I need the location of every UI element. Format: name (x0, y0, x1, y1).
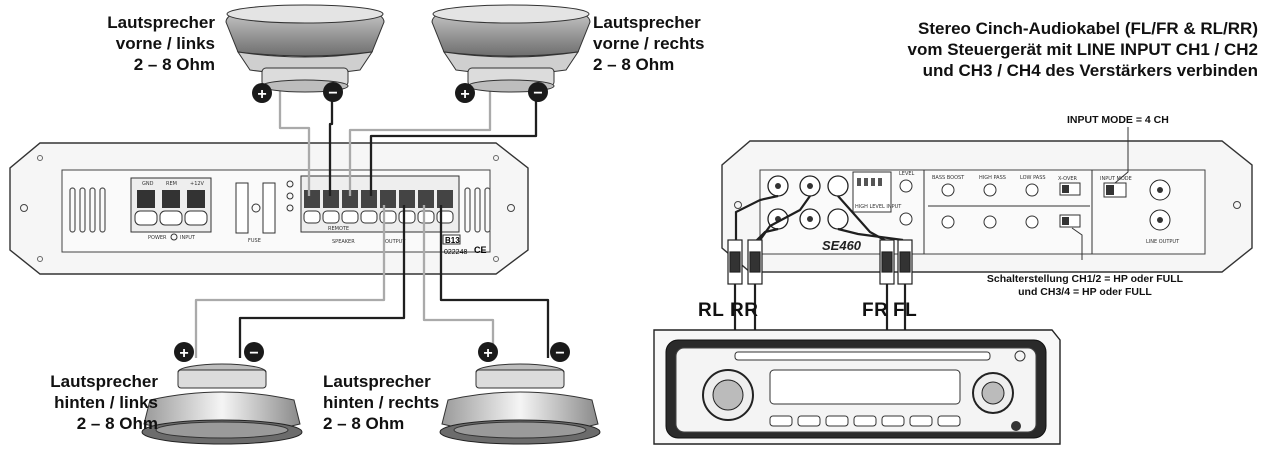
switch-note-line1: Schalterstellung CH1/2 = HP oder FULL (986, 273, 1184, 285)
rear-left-ohm: 2 – 8 Ohm (76, 414, 158, 433)
instruction-line2: vom Steuergerät mit LINE INPUT CH1 / CH2 (907, 40, 1258, 59)
front-right-line2: vorne / rechts (593, 34, 705, 53)
rear-left-line1: Lautsprecher (50, 372, 158, 391)
speaker-label: SPEAKER (332, 239, 355, 245)
input-mode-panel-label: INPUT MODE (1100, 176, 1132, 182)
rear-left-line2: hinten / links (54, 393, 158, 412)
plus-icon: + (483, 345, 492, 362)
fuse-label: FUSE (248, 238, 261, 244)
level-label: LEVEL (899, 171, 915, 177)
low-pass-label: LOW PASS (1020, 175, 1046, 181)
speaker-rear-right (439, 363, 601, 445)
cable-label-fl: FL (893, 300, 918, 321)
front-right-line1: Lautsprecher (593, 13, 701, 32)
plus12v-label: +12V (190, 181, 205, 187)
xover-label: X-OVER (1058, 176, 1078, 182)
speaker-rear-left (141, 363, 303, 445)
ce-mark: CE (474, 245, 487, 255)
front-left-line2: vorne / links (115, 34, 215, 53)
output-label: OUTPUT (385, 239, 406, 245)
rca-cables (734, 194, 904, 243)
label-rear-left: Lautsprecher hinten / links 2 – 8 Ohm (0, 371, 158, 434)
bass-boost-label: BASS BOOST (932, 175, 965, 181)
minus-icon: − (328, 85, 337, 102)
callout-lines (1071, 127, 1129, 260)
cable-label-rl: RL (698, 300, 725, 321)
front-right-ohm: 2 – 8 Ohm (593, 55, 675, 74)
rear-right-line1: Lautsprecher (323, 372, 431, 391)
speaker-front-right (431, 4, 591, 93)
plus-icon: + (257, 86, 266, 103)
rca-to-headunit (733, 284, 907, 332)
plus-icon: + (460, 86, 469, 103)
polarity-markers: + − + − + − + − (174, 82, 570, 362)
instruction-line3: und CH3 / CH4 des Verstärkers verbinden (922, 61, 1258, 80)
high-pass-label: HIGH PASS (979, 175, 1006, 181)
speaker-front-left (225, 4, 385, 93)
amplifier-right: HIGH LEVEL INPUT LEVEL BASS BOOST HIGH P… (721, 140, 1253, 273)
power-label: POWER (148, 235, 167, 241)
high-level-input-label: HIGH LEVEL INPUT (855, 204, 902, 210)
brand-label: SE460 (822, 238, 862, 253)
line-output-label: LINE OUTPUT (1146, 239, 1180, 245)
plus-icon: + (179, 345, 188, 362)
label-rear-right: Lautsprecher hinten / rechts 2 – 8 Ohm (323, 371, 439, 434)
code1-label: B13 (445, 236, 460, 245)
rear-right-ohm: 2 – 8 Ohm (323, 414, 405, 433)
speaker-wires (194, 82, 550, 358)
head-unit (653, 329, 1061, 445)
rear-right-line2: hinten / rechts (323, 393, 440, 412)
rca-plugs (727, 239, 913, 285)
label-front-right: Lautsprecher vorne / rechts 2 – 8 Ohm (593, 12, 705, 75)
minus-icon: − (249, 345, 258, 362)
input-mode-note: INPUT MODE = 4 CH (1067, 114, 1169, 126)
switch-note-line2: und CH3/4 = HP oder FULL (1018, 286, 1152, 298)
code2-label: 022248 (444, 249, 467, 256)
rem-label: REM (166, 181, 177, 187)
switch-note: Schalterstellung CH1/2 = HP oder FULL un… (950, 273, 1220, 299)
front-left-ohm: 2 – 8 Ohm (133, 55, 215, 74)
amplifier-left: GND REM +12V POWER INPUT FUSE REM (9, 142, 529, 275)
cable-label-fr: FR (862, 300, 889, 321)
minus-icon: − (533, 85, 542, 102)
instruction-text: Stereo Cinch-Audiokabel (FL/FR & RL/RR) … (820, 18, 1258, 81)
instruction-line1: Stereo Cinch-Audiokabel (FL/FR & RL/RR) (918, 19, 1258, 38)
input-label: INPUT (180, 235, 196, 241)
front-left-line1: Lautsprecher (107, 13, 215, 32)
cable-label-rr: RR (730, 300, 759, 321)
gnd-label: GND (142, 181, 154, 187)
label-front-left: Lautsprecher vorne / links 2 – 8 Ohm (40, 12, 215, 75)
remote-label: REMOTE (328, 226, 349, 232)
minus-icon: − (555, 345, 564, 362)
